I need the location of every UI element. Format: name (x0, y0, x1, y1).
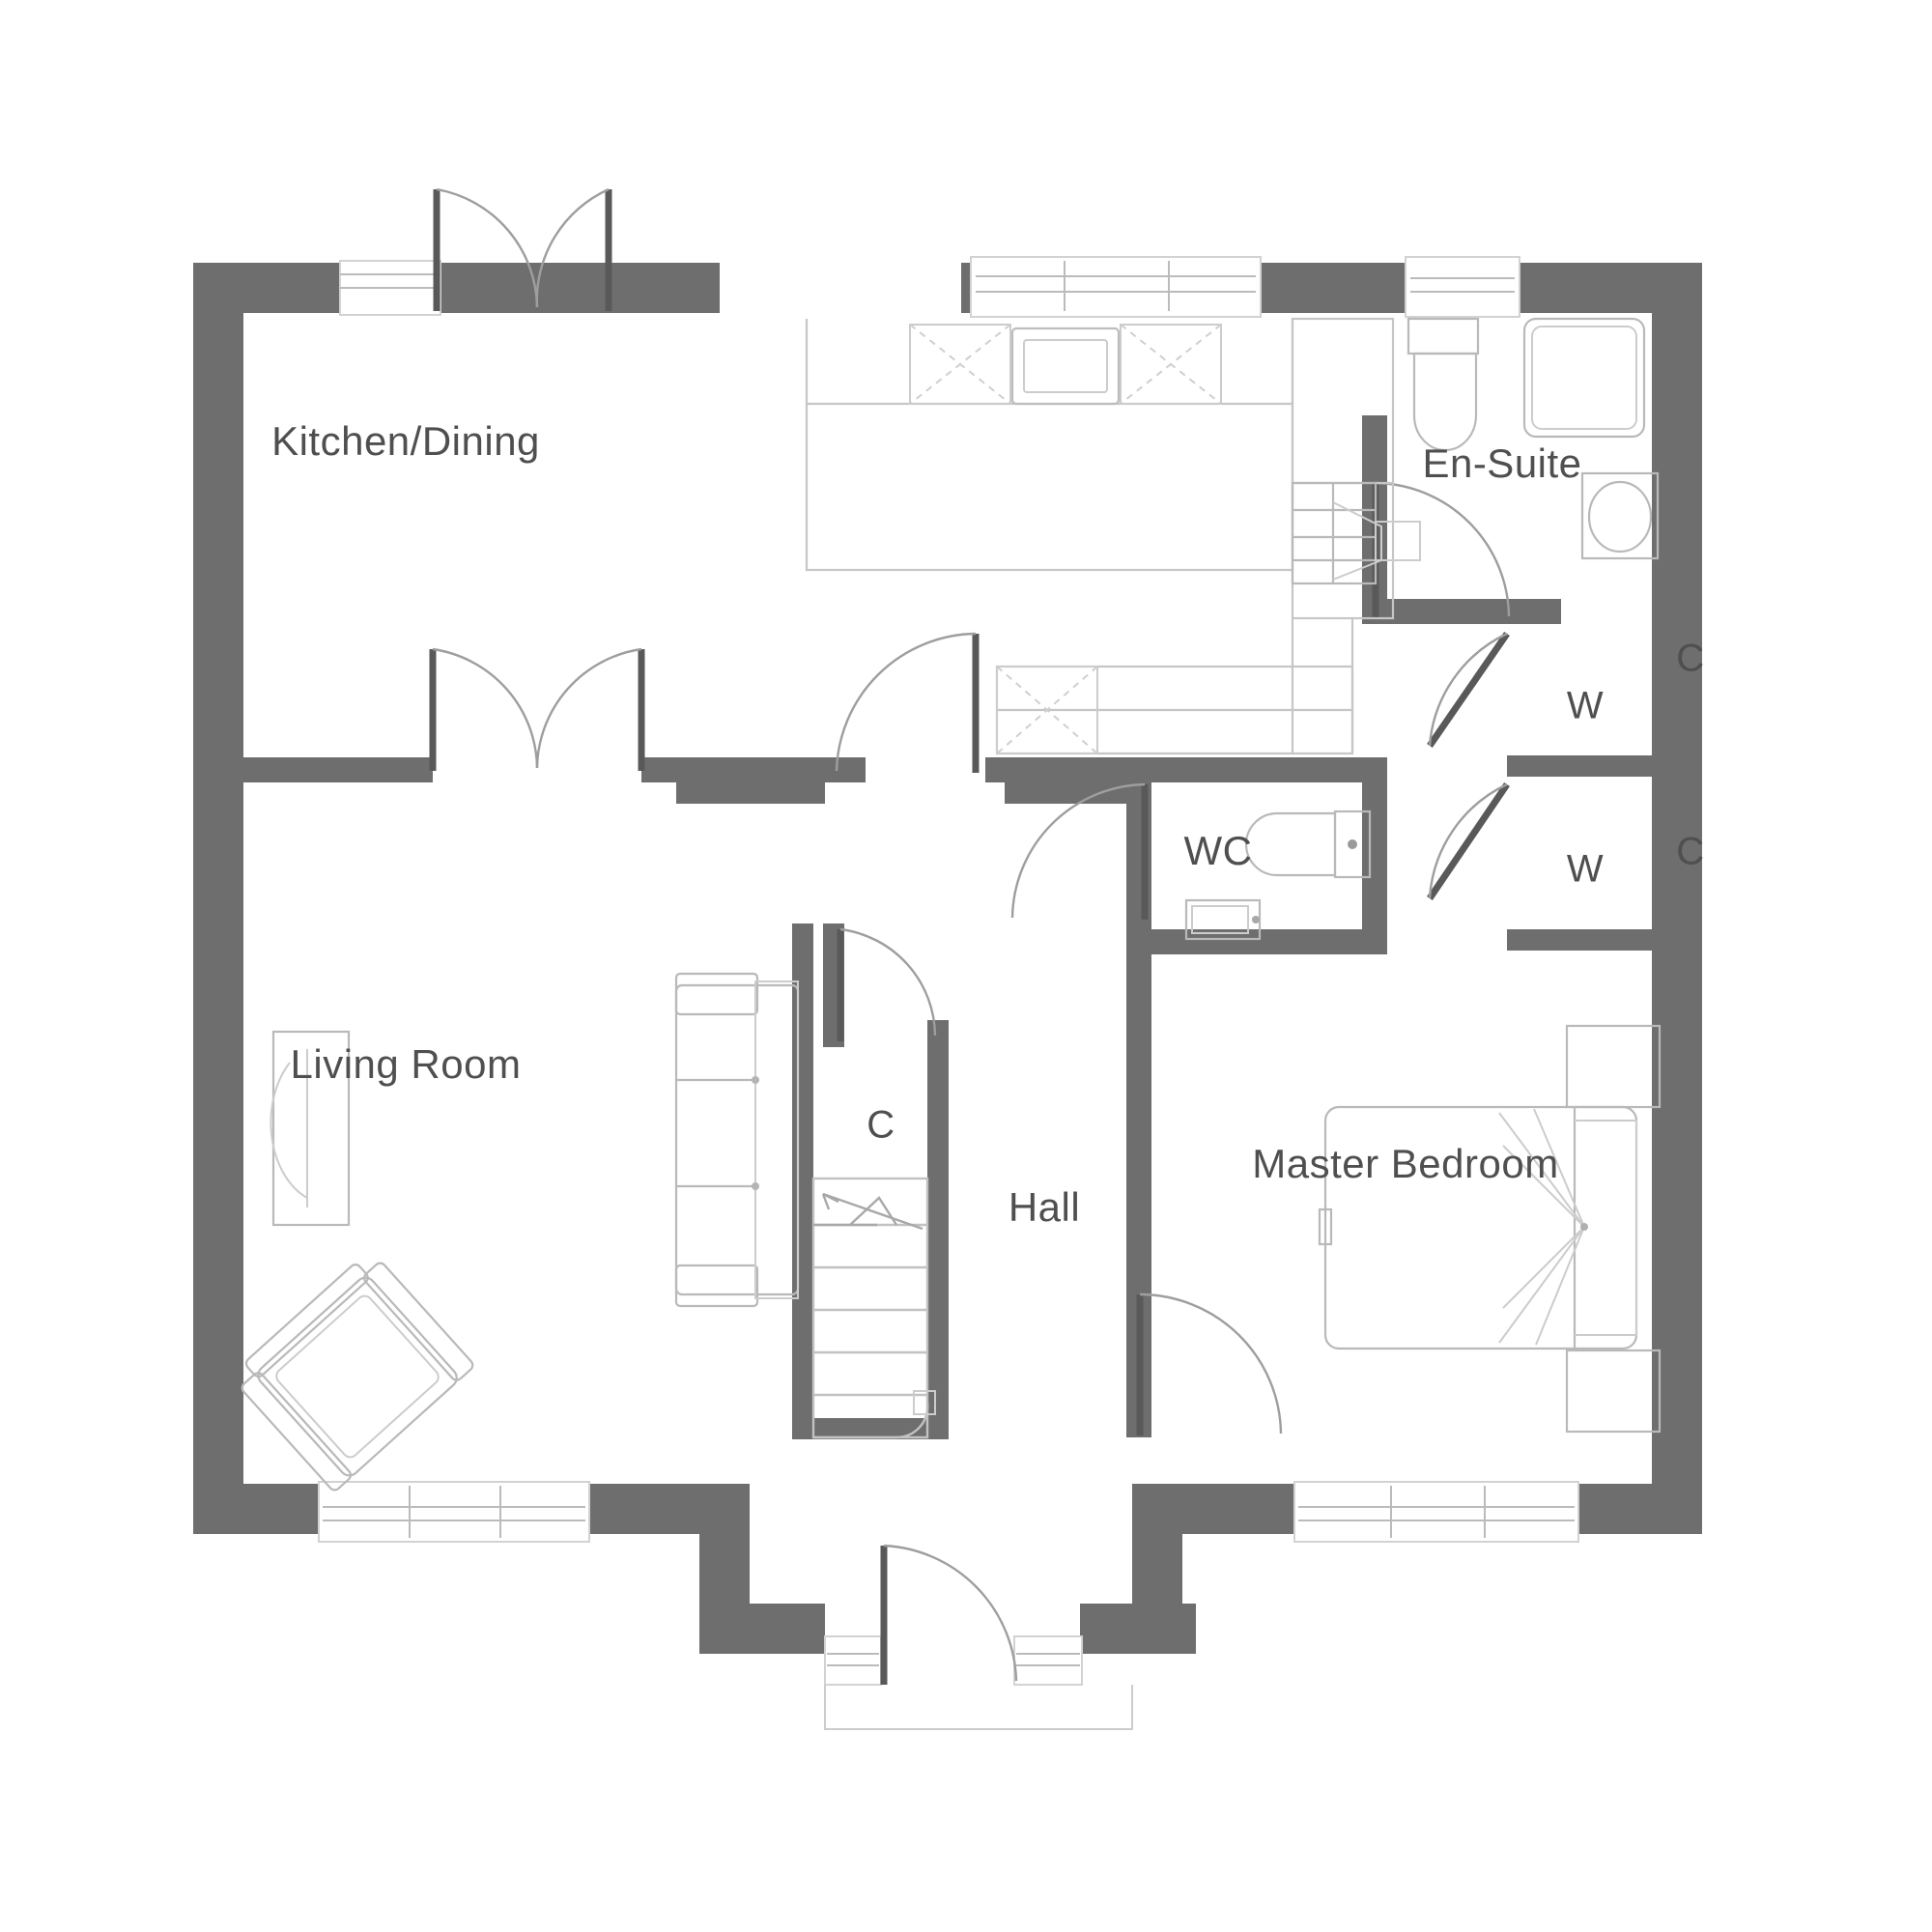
door-wardrobe-upper[interactable] (1427, 632, 1510, 748)
living-room-furniture (241, 972, 800, 1492)
door-wc[interactable] (1010, 782, 1149, 920)
kitchen-cabinets (909, 324, 1222, 405)
double-bed (1318, 1105, 1638, 1350)
door-wardrobe-lower[interactable] (1427, 782, 1510, 900)
label-kitchen-dining: Kitchen/Dining (271, 418, 540, 464)
living-room-window (318, 1481, 590, 1543)
wc-fixtures (1184, 810, 1372, 941)
windows-group (318, 256, 1579, 1730)
label-wc: WC (1184, 828, 1253, 873)
master-bedroom-furniture (1318, 1024, 1662, 1434)
label-living-room: Living Room (291, 1041, 522, 1087)
entrance-sidelight-right (1013, 1635, 1083, 1686)
hob (1010, 327, 1121, 406)
label-en-suite: En-Suite (1422, 440, 1581, 486)
sofa (674, 972, 800, 1308)
bedside-table-bottom (1565, 1349, 1662, 1434)
door-kitchen-hall[interactable] (835, 632, 980, 773)
door-en-suite[interactable] (1372, 481, 1511, 618)
closet-labels: C W W C C (867, 638, 1704, 1147)
label-cupboard-right-upper: C (1676, 638, 1704, 680)
kitchen-sink (996, 666, 1098, 754)
label-master-bedroom: Master Bedroom (1252, 1141, 1558, 1186)
bedside-table-top (1565, 1024, 1662, 1109)
en-suite-fixtures (1406, 317, 1660, 560)
label-wardrobe-upper: W (1567, 685, 1604, 727)
en-suite-basin (1580, 471, 1660, 560)
shower-tray (1522, 317, 1646, 439)
kitchen-window-left (339, 260, 441, 316)
master-bedroom-window (1293, 1481, 1579, 1543)
door-living-room[interactable] (429, 647, 645, 771)
staircase (811, 1177, 936, 1439)
kitchen-window-right (970, 256, 1262, 318)
washing-machine (1291, 481, 1421, 585)
door-cupboard-hall[interactable] (837, 927, 937, 1041)
entrance-sidelight-left (824, 1635, 882, 1686)
room-labels: Kitchen/Dining Living Room Hall Master B… (271, 418, 1581, 1230)
label-hall: Hall (1009, 1184, 1080, 1230)
label-wardrobe-lower: W (1567, 848, 1604, 891)
kitchen-fixtures (805, 317, 1421, 755)
wc-toilet (1244, 810, 1372, 879)
armchair (241, 1262, 474, 1492)
door-master-bedroom[interactable] (1136, 1293, 1283, 1435)
en-suite-window (1405, 256, 1520, 318)
en-suite-toilet (1406, 317, 1480, 452)
radiator (270, 1030, 351, 1227)
label-cupboard-right-lower: C (1676, 831, 1704, 873)
front-door[interactable] (880, 1544, 1018, 1685)
french-doors-kitchen[interactable] (433, 187, 612, 311)
wc-basin (1184, 898, 1262, 941)
label-cupboard-hall: C (867, 1104, 895, 1147)
